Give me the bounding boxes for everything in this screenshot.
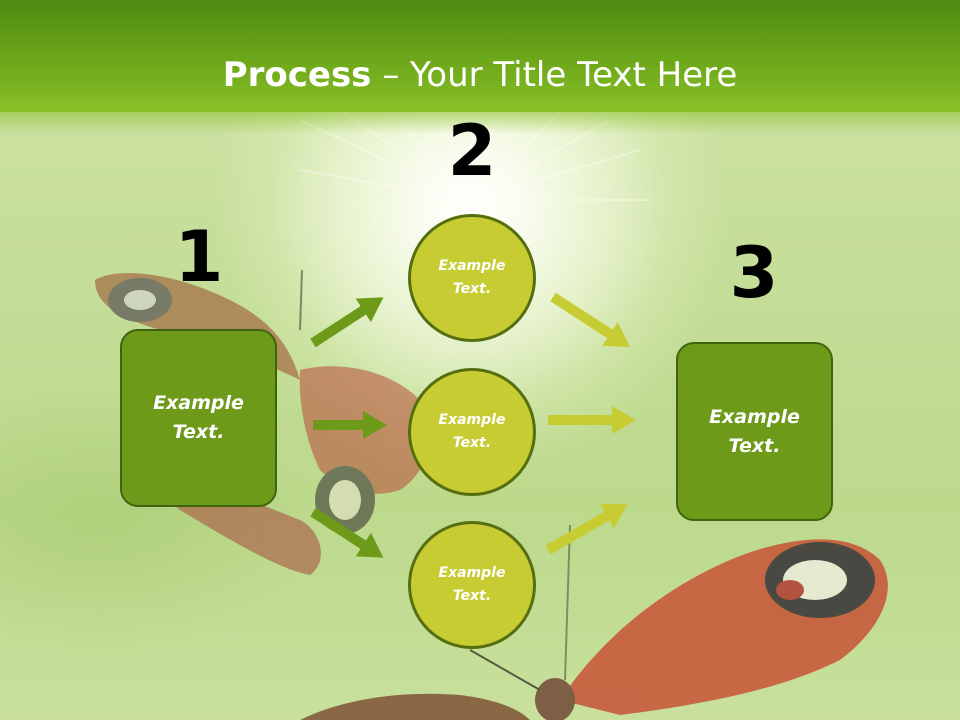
arrow-right-top (550, 292, 631, 348)
title-rest: – Your Title Text Here (371, 55, 738, 95)
left-process-box[interactable]: Example Text. (120, 329, 277, 507)
right-box-label: Example Text. (709, 405, 800, 457)
right-process-box[interactable]: Example Text. (676, 342, 833, 521)
circle-top-label: Example Text. (438, 258, 506, 297)
circle-middle-label: Example Text. (438, 412, 506, 451)
title-bar (0, 0, 960, 112)
arrow-left-middle (313, 411, 387, 439)
arrow-right-middle (548, 406, 636, 434)
step-number-2: 2 (447, 110, 497, 192)
title-bar-fade (0, 100, 960, 134)
circle-top[interactable]: Example Text. (408, 214, 536, 342)
right-arrows (545, 292, 636, 555)
circle-bottom-label: Example Text. (438, 565, 506, 604)
step-number-3: 3 (729, 232, 779, 314)
left-box-label: Example Text. (153, 392, 244, 443)
title-bold: Process (222, 55, 372, 95)
arrow-left-bottom (310, 507, 384, 558)
butterfly-right (300, 524, 888, 720)
arrow-right-bottom (545, 503, 628, 555)
circle-bottom[interactable]: Example Text. (408, 521, 536, 649)
circle-middle[interactable]: Example Text. (408, 368, 536, 496)
step-number-1: 1 (174, 216, 224, 298)
left-arrows (310, 297, 387, 558)
arrow-left-top (310, 297, 384, 348)
page-title: Process – Your Title Text Here (0, 52, 960, 98)
